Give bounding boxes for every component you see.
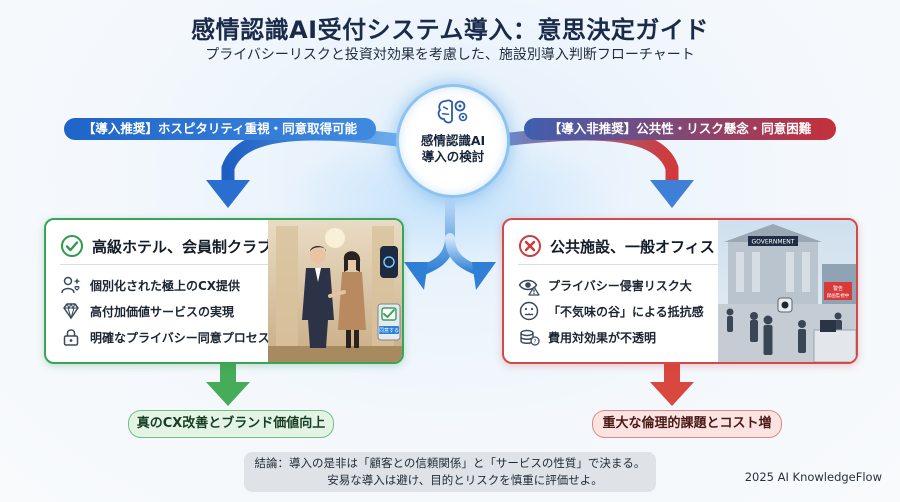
not-recommended-card-title: 公共施設、一般オフィス (550, 238, 715, 256)
conclusion-line2: 安易な導入は避け、目的とリスクを慎重に評価せよ。 (327, 473, 603, 487)
warning-notice-line2: 録画監視中 (827, 292, 850, 299)
center-arrow-head-left (404, 262, 428, 290)
government-sign-text: GOVERNMENT (752, 239, 795, 246)
hub-label-line1: 感情認識AI (420, 133, 486, 148)
center-arrow-head-right (472, 262, 496, 290)
list-item-label: 高付加価値サービスの実現 (90, 305, 235, 319)
uneasy-face-icon (519, 301, 539, 321)
recommended-banner: 【導入推奨】ホスピタリティ重視・同意取得可能 (64, 118, 376, 140)
card-divider (518, 264, 728, 265)
not-recommended-card: 公共施設、一般オフィス プライバシー侵害リスク大 「不気味の谷」による抵抗感 ?… (502, 218, 858, 364)
warning-notice-line1: 警告 (833, 285, 843, 292)
lock-icon (63, 329, 79, 346)
credit-text: 2025 AI KnowledgeFlow (744, 470, 882, 484)
right-result-arrow-head (650, 382, 694, 406)
eye-warning-icon (518, 279, 540, 296)
not-recommended-outcome: 重大な倫理的課題とコスト増 (592, 410, 782, 438)
right-arrow-head (650, 180, 694, 208)
list-item-label: プライバシー侵害リスク大 (548, 279, 692, 293)
right-result-arrow-shaft (664, 362, 680, 384)
svg-text:?: ? (533, 339, 536, 346)
recommended-card-title: 高級ホテル、会員制クラブ (92, 238, 273, 256)
list-item-label: 費用対効果が不透明 (548, 331, 657, 345)
page-subtitle: プライバシーリスクと投資対効果を考慮した、施設別導入判断フローチャート (205, 47, 695, 63)
decision-hub: 感情認識AI 導入の検討 (396, 84, 510, 198)
conclusion-line1: 結論：導入の是非は「顧客との信頼関係」と「サービスの性質」で決まる。 (254, 456, 646, 470)
diamond-icon (63, 302, 79, 320)
list-item-label: 「不気味の谷」による抵抗感 (548, 305, 704, 319)
x-circle-icon (519, 235, 541, 257)
page-title: 感情認識AI受付システム導入：意思決定ガイド (191, 16, 709, 44)
personalization-icon (61, 276, 81, 294)
left-result-arrow-head (206, 382, 250, 406)
list-item-label: 個別化された極上のCX提供 (90, 279, 241, 293)
recommended-outcome: 真のCX改善とブランド価値向上 (128, 410, 334, 438)
list-item-label: 明確なプライバシー同意プロセス (90, 331, 270, 345)
coins-icon: ? (520, 329, 540, 346)
conclusion-box: 結論：導入の是非は「顧客との信頼関係」と「サービスの性質」で決まる。 安易な導入… (244, 452, 656, 492)
not-recommended-banner: 【導入非推奨】公共性・リスク懸念・同意困難 (524, 118, 836, 140)
recommended-card: 高級ホテル、会員制クラブ 個別化された極上のCX提供 高付加価値サービスの実現 … (44, 218, 404, 364)
hub-label-line2: 導入の検討 (421, 149, 485, 164)
government-office-illustration: GOVERNMENT 警告 録画監視中 (718, 220, 856, 362)
left-result-arrow-shaft (220, 362, 236, 384)
consent-badge-text: 同意する (379, 327, 399, 334)
card-divider (60, 264, 270, 265)
hotel-lobby-illustration: 同意する (268, 220, 402, 362)
check-circle-icon (61, 235, 83, 257)
brain-gear-icon (437, 99, 468, 124)
left-arrow-head (206, 180, 250, 208)
